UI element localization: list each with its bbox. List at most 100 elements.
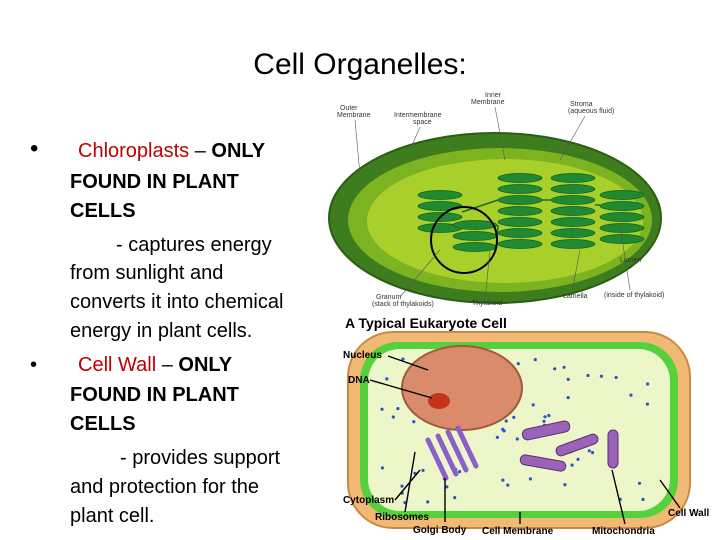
mitochondria [519, 420, 619, 472]
ribosome-dot [426, 500, 430, 504]
thylakoid-disc [417, 190, 463, 200]
label-granum: Granum [376, 294, 401, 301]
thylakoid-disc [497, 217, 543, 227]
bullet-marker: • [30, 354, 38, 376]
ribosome-dot [400, 484, 404, 488]
cell-labels: Nucleus DNA Cytoplasm Ribosomes Golgi Bo… [343, 350, 710, 537]
bullet-marker: • [30, 135, 39, 162]
label-thylakoid: Thylakoid [472, 300, 502, 307]
label-lumen: Lumen [620, 257, 642, 264]
thylakoid-disc [599, 212, 645, 222]
ribosome-dot [586, 373, 590, 378]
ribosome-dot [599, 374, 604, 378]
qualifier-line: FOUND IN PLANT [70, 384, 239, 406]
thylakoid-disc [599, 201, 645, 211]
description-line: - provides support [120, 447, 281, 469]
nucleus [401, 345, 523, 431]
lamella-connector [461, 199, 499, 213]
chloroplast-labels: Inner Membrane Outer Membrane Intermembr… [337, 92, 664, 308]
label-outer-membrane: Outer [340, 105, 358, 112]
label-dna: DNA [348, 375, 370, 386]
ribosome-dot [495, 435, 499, 439]
golgi-body [425, 425, 479, 481]
description-line: plant cell. [70, 505, 155, 527]
ribosome-dot [528, 477, 533, 481]
thylakoid-disc [497, 239, 543, 249]
ribosome-dot [412, 420, 416, 424]
ribosome-dot [576, 457, 580, 461]
ribosome-dot [533, 358, 537, 362]
thylakoid-disc [599, 223, 645, 233]
ribosome-dot [396, 407, 400, 411]
ribosome-dot [645, 402, 650, 406]
ribosome-dot [641, 497, 645, 502]
label-cell-wall: Cell Wall [668, 508, 710, 519]
thylakoid-disc [452, 220, 498, 230]
ribosome-dot [629, 393, 633, 397]
label-cell-membrane: Cell Membrane [482, 526, 554, 537]
label-inner-membrane: Membrane [471, 99, 505, 106]
qualifier-line: CELLS [70, 413, 136, 435]
ribosome-dot [401, 357, 405, 361]
label-lumen: (inside of thylakoid) [604, 292, 664, 299]
ribosome-dot [590, 451, 595, 455]
ribosome-dot [445, 485, 449, 489]
label-granum: (stack of thylakoids) [372, 301, 434, 308]
dash: – [189, 140, 212, 162]
term-chloroplasts: Chloroplasts [78, 140, 190, 162]
description-line: converts it into chemical [70, 291, 284, 313]
bullet-cell-wall-heading: Cell Wall – ONLY [78, 352, 232, 379]
label-golgi-body: Golgi Body [413, 525, 467, 536]
ribosome-dot [566, 377, 570, 381]
qualifier-only: ONLY [178, 354, 233, 376]
dna-nucleolus [428, 393, 450, 409]
label-nucleus: Nucleus [343, 350, 382, 361]
ribosome-dot [453, 496, 457, 500]
ribosome-dot [391, 415, 395, 419]
thylakoid-disc [550, 184, 596, 194]
ribosome-dot [563, 483, 567, 487]
ribosome-dot [570, 463, 574, 467]
bullet-chloroplasts-heading: Chloroplasts – ONLY [78, 138, 265, 165]
ribosome-dot [553, 367, 557, 371]
thylakoid-disc [550, 228, 596, 238]
label-cytoplasm: Cytoplasm [343, 495, 394, 506]
cell-leader-lines [369, 355, 681, 525]
ribosome-dot [543, 415, 547, 419]
ribosome-dot [501, 427, 505, 431]
chloroplast-leader-lines [354, 106, 631, 301]
slide-title: Cell Organelles: [253, 48, 467, 81]
thylakoid-disc [497, 184, 543, 194]
thylakoid-disc [550, 206, 596, 216]
ribosome-dot [380, 407, 384, 411]
ribosome-dot [515, 437, 519, 441]
dash: – [156, 354, 179, 376]
thylakoid-disc [417, 201, 463, 211]
ribosome-dot [614, 375, 618, 380]
label-outer-membrane: Membrane [337, 112, 371, 119]
qualifier-line: FOUND IN PLANT [70, 171, 239, 193]
ribosome-dot [562, 365, 566, 369]
ribosome-dot [587, 449, 591, 453]
term-cell-wall: Cell Wall [78, 354, 157, 376]
label-intermembrane-space: space [413, 119, 432, 126]
ribosome-dot [516, 362, 520, 366]
ribosome-dot [380, 466, 384, 470]
thylakoid-disc [599, 190, 645, 200]
bullet-list: • Chloroplasts – ONLY FOUND IN PLANT CEL… [30, 135, 284, 527]
ribosome-dot [547, 413, 551, 418]
ribosome-dot [506, 483, 510, 487]
label-ribosomes: Ribosomes [375, 512, 429, 523]
ribosome-dot [637, 481, 642, 485]
granum-highlight-circle [430, 206, 498, 274]
qualifier-line: CELLS [70, 200, 136, 222]
ribosome-dot [458, 470, 462, 474]
thylakoid-disc [497, 173, 543, 183]
qualifier-only: ONLY [211, 140, 266, 162]
thylakoid-disc [550, 217, 596, 227]
label-inner-membrane: Inner [485, 92, 502, 99]
ribosome-dot [531, 403, 535, 407]
ribosomes [380, 357, 650, 505]
description-line: energy in plant cells. [70, 320, 253, 342]
